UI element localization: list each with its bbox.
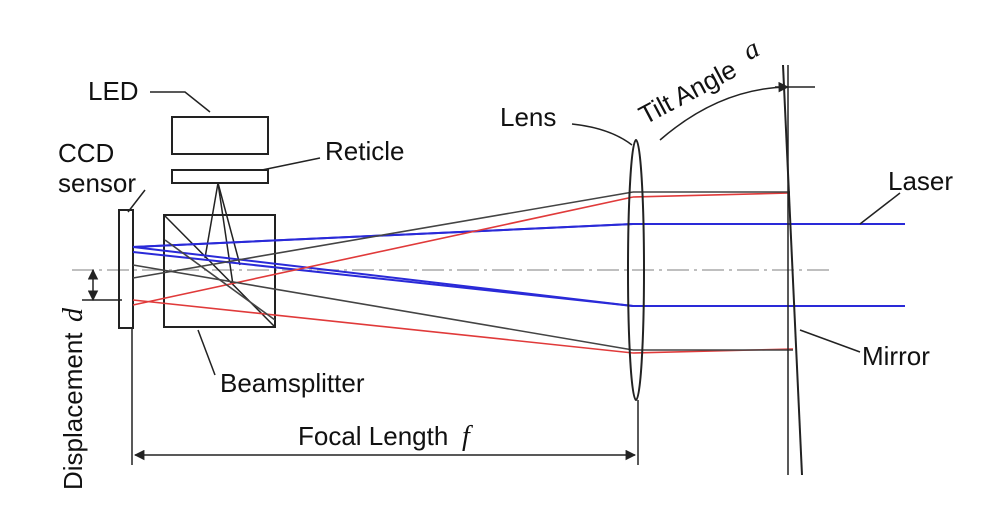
tilt-angle-label-group: Tilt Angle a <box>634 33 765 130</box>
focal-length-label: Focal Length <box>298 421 448 451</box>
ccd-sensor <box>118 209 134 329</box>
mirror <box>782 64 803 476</box>
beamsplitter-cube <box>163 214 276 328</box>
reticle-projection <box>204 182 241 286</box>
displacement-label: Displacement <box>58 332 88 490</box>
beamsplitter-label: Beamsplitter <box>220 368 365 398</box>
blue-rays <box>132 223 905 307</box>
mirror-label: Mirror <box>862 341 930 371</box>
red-rays <box>132 192 794 354</box>
tilt-angle-arc <box>659 81 790 141</box>
displacement-label-group: Displacement d <box>58 307 89 490</box>
reticle-plate <box>171 169 269 184</box>
led-label: LED <box>88 76 139 106</box>
gray-rays <box>132 191 793 351</box>
displacement-marker <box>82 268 122 302</box>
displacement-symbol: d <box>58 307 89 322</box>
ccd-label-line2: sensor <box>58 168 136 198</box>
reticle-label: Reticle <box>325 136 404 166</box>
focal-length-symbol: f <box>462 421 473 452</box>
focal-length-dimension <box>131 328 639 465</box>
ccd-label-line1: CCD <box>58 138 114 168</box>
lens <box>627 139 645 401</box>
led-box <box>171 116 269 155</box>
leader-lines <box>127 91 901 376</box>
tilt-angle-symbol: a <box>738 33 765 67</box>
laser-label: Laser <box>888 166 953 196</box>
lens-label: Lens <box>500 102 556 132</box>
